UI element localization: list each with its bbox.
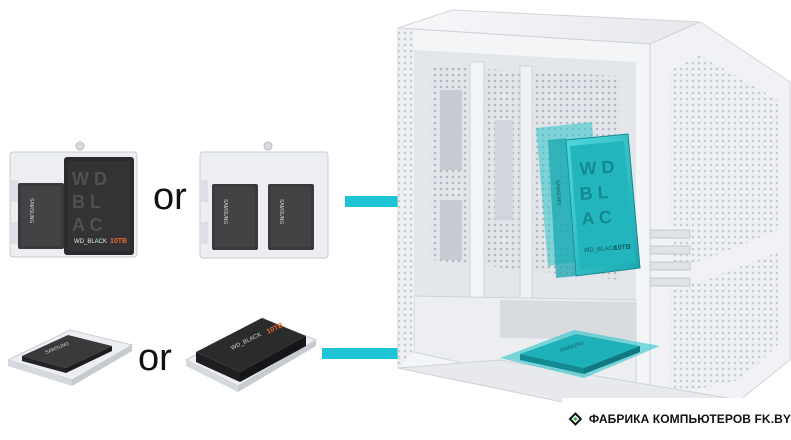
- ssd-label: SAMSUNG: [28, 198, 34, 223]
- or-label-bottom: or: [138, 337, 172, 379]
- svg-text:10TB: 10TB: [614, 244, 632, 252]
- hdd-label: WD_BLACK: [74, 239, 107, 245]
- top-right-bracket-group: SAMSUNG SAMSUNG: [199, 141, 329, 259]
- watermark-badge: ФАБРИКА КОМПЬЮТЕРОВ FK.BY: [562, 398, 791, 440]
- bottom-right-tray-group: WD_BLACK 10TB: [184, 317, 318, 392]
- pcie-slots: [649, 229, 691, 287]
- bottom-left-tray-group: SAMSUNG: [6, 329, 134, 386]
- or-label-top: or: [153, 176, 187, 218]
- svg-text:B L: B L: [579, 182, 609, 204]
- svg-text:SAMSUNG: SAMSUNG: [278, 199, 284, 224]
- svg-text:SAMSUNG: SAMSUNG: [222, 199, 228, 224]
- hdd-letters: W D: [72, 169, 107, 189]
- hdd-drive: WD_BLACK 10TB: [196, 318, 306, 382]
- hdd-capacity: 10TB: [110, 238, 127, 245]
- svg-text:WD_BLACK: WD_BLACK: [584, 246, 617, 254]
- svg-text:W D: W D: [579, 157, 615, 179]
- svg-text:B L: B L: [72, 192, 101, 212]
- svg-text:SAMSUNG: SAMSUNG: [554, 180, 562, 206]
- highlighted-hdd: W D B L A C WD_BLACK 10TB SAMSUNG: [536, 122, 641, 278]
- svg-text:A C: A C: [72, 215, 102, 235]
- highlighted-bottom-tray: SAMSUNG: [500, 330, 660, 378]
- svg-text:A C: A C: [581, 207, 613, 229]
- diamond-logo-icon: [568, 412, 583, 426]
- watermark-text: ФАБРИКА КОМПЬЮТЕРОВ FK.BY: [588, 412, 791, 426]
- ssd-drive: SAMSUNG: [268, 184, 314, 250]
- ssd-drive: SAMSUNG: [212, 184, 258, 250]
- top-left-bracket-group: W D B L A C WD_BLACK 10TB SAMSUNG: [9, 141, 138, 258]
- hdd-drive: W D B L A C WD_BLACK 10TB: [64, 157, 134, 255]
- ssd-drive: SAMSUNG: [18, 183, 64, 249]
